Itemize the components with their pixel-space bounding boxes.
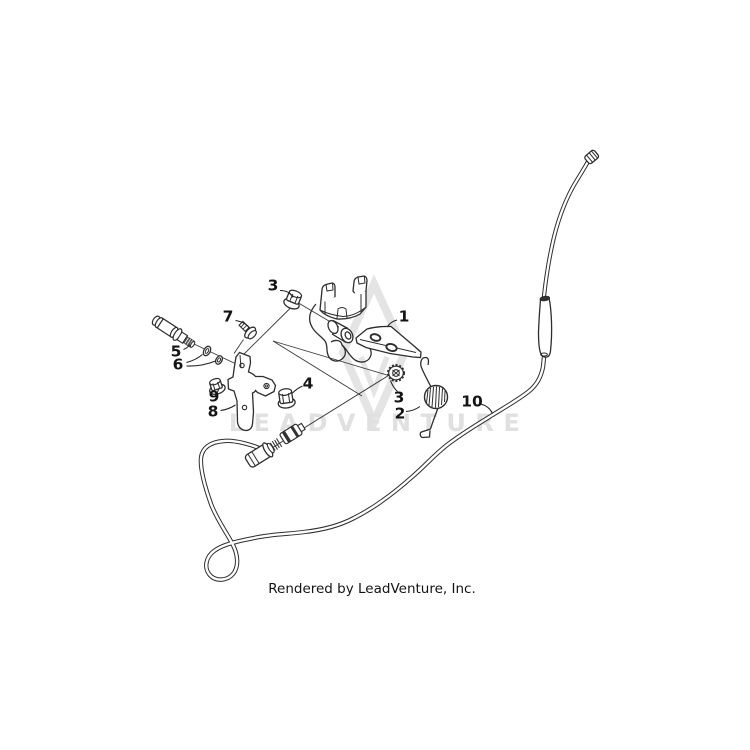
return-spring	[419, 356, 449, 439]
watermark-text: LEADVENTURE	[229, 409, 529, 437]
rendered-by-text: Rendered by LeadVenture, Inc.	[268, 581, 476, 597]
throttle-cable	[198, 157, 592, 582]
screw-7	[238, 320, 257, 340]
mounting-flange	[355, 325, 422, 359]
flange-nut-9	[209, 377, 226, 395]
cable-connector-cluster	[244, 422, 306, 468]
alignment-lines	[193, 301, 389, 397]
plug-bolt-4	[277, 388, 296, 409]
flange-nut-upper	[283, 289, 303, 310]
washer-6b	[214, 355, 224, 365]
cable-adjuster-5	[151, 315, 196, 348]
upper-bracket-assembly	[309, 275, 422, 363]
cable-boss	[327, 319, 354, 344]
u-channel-bracket	[319, 275, 368, 320]
serrated-nut-lower	[387, 364, 405, 382]
washer-6a	[202, 345, 212, 357]
cable-boot	[537, 295, 553, 358]
mounting-plate	[227, 351, 277, 432]
cable-end-fitting	[584, 149, 600, 165]
callout-leaders	[183, 289, 493, 414]
